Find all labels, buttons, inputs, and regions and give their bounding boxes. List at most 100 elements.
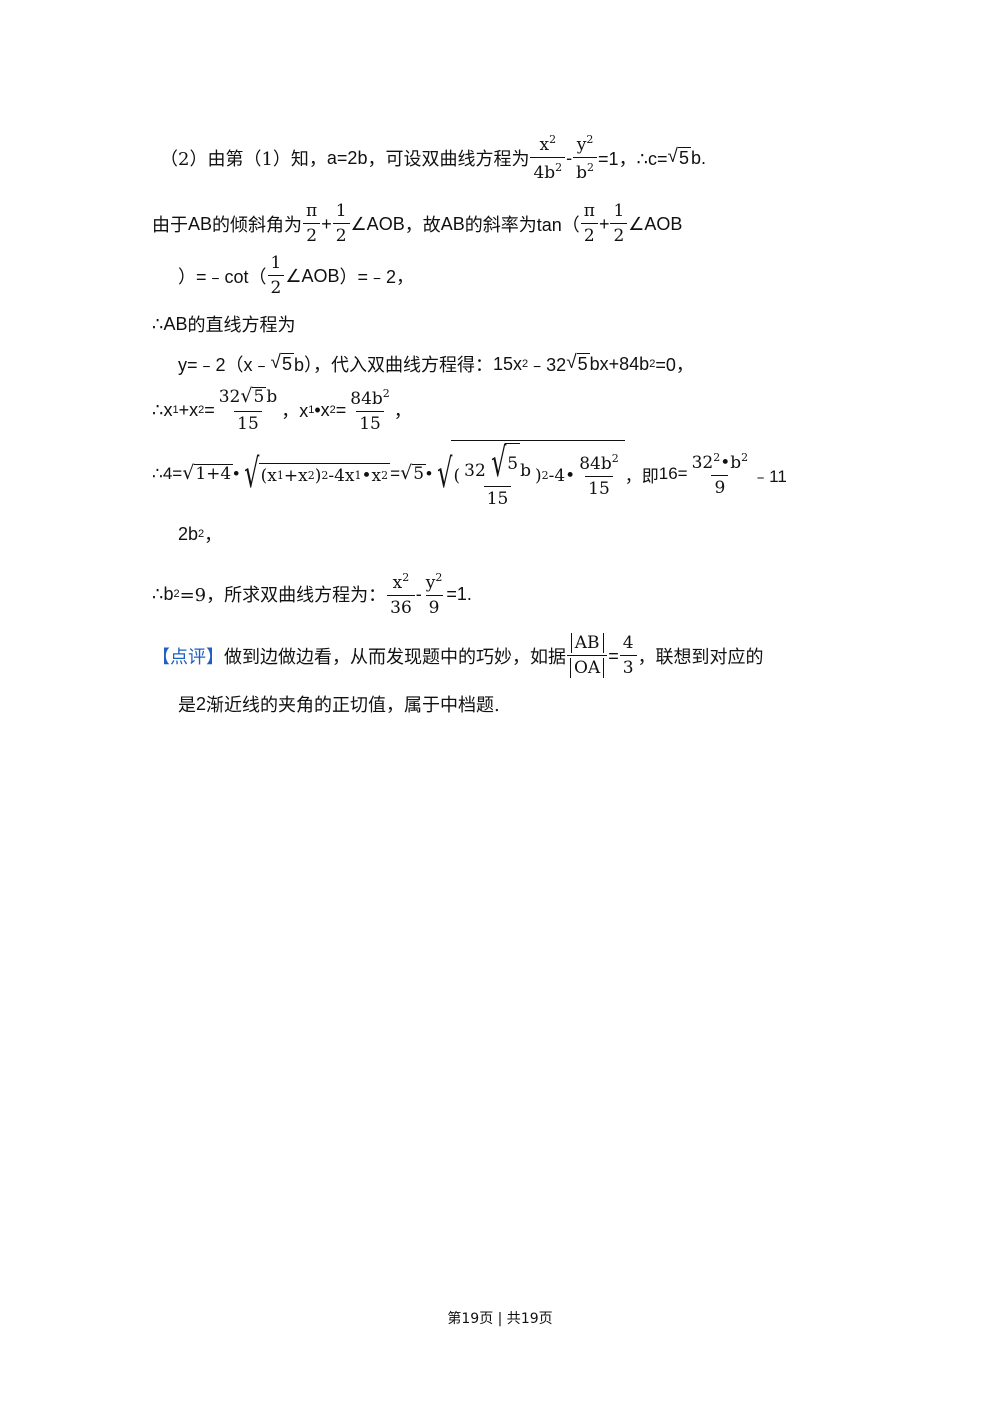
sub: 1 bbox=[172, 404, 179, 416]
den: 2 bbox=[580, 223, 598, 245]
text: ﹣11 bbox=[752, 466, 787, 486]
den: OA bbox=[570, 658, 605, 678]
sup: 2 bbox=[382, 386, 390, 400]
fraction-84b2-over-15: 84b2 15 bbox=[576, 453, 622, 498]
sub: 1 bbox=[276, 469, 284, 482]
den: b bbox=[576, 163, 588, 183]
sup: 2 bbox=[541, 469, 549, 482]
den: 15 bbox=[356, 410, 384, 433]
text: b. bbox=[691, 147, 707, 168]
footer-text: 页 bbox=[538, 1311, 553, 1327]
sqrt-5: √5 bbox=[270, 352, 294, 375]
text: 16= bbox=[658, 464, 688, 483]
text: ，故 bbox=[404, 215, 441, 236]
comment-line-1: 【点评】 做到边做边看，从而发现题中的巧妙，如据 AB OA = 4 3 ，联想… bbox=[152, 626, 764, 686]
sup: 2 bbox=[741, 450, 749, 464]
sub: 1 bbox=[354, 469, 362, 482]
den: 15 bbox=[585, 476, 613, 498]
page-number: 19 bbox=[461, 1311, 480, 1327]
expr: •x bbox=[361, 465, 382, 486]
fraction-84b2-over-15: 84b2 15 bbox=[347, 388, 393, 433]
num: 4 bbox=[622, 633, 634, 653]
text: • bbox=[233, 464, 240, 483]
num: π bbox=[583, 201, 595, 221]
fraction-y2-over-9: y2 9 bbox=[423, 572, 446, 617]
radicand: 5 bbox=[252, 387, 267, 408]
sup: 2 bbox=[402, 570, 410, 584]
text: ﹣32 bbox=[528, 355, 567, 375]
num: b bbox=[520, 461, 531, 481]
text: ∠AOB bbox=[350, 213, 405, 234]
sub: 2 bbox=[198, 404, 205, 416]
text: •x bbox=[314, 399, 330, 420]
text: ∴4= bbox=[152, 464, 183, 483]
text: （2）由第（1）知， bbox=[160, 149, 327, 170]
sub: 2 bbox=[329, 404, 336, 416]
sqrt-1-plus-4: √1+4 bbox=[182, 461, 234, 484]
text: 15x bbox=[493, 353, 523, 374]
sup: 2 bbox=[587, 161, 595, 174]
solution-line-3: ）=﹣cot（ 1 2 ∠AOB ）=﹣2， bbox=[178, 246, 414, 306]
radicand: 5 bbox=[280, 353, 294, 375]
sup: 2 bbox=[435, 570, 443, 584]
num: 84b bbox=[350, 388, 383, 409]
sup: 2 bbox=[713, 450, 721, 464]
num: b bbox=[266, 387, 278, 408]
text: 的斜率为 bbox=[464, 215, 537, 236]
expr: -4• bbox=[548, 465, 576, 486]
num: 32 bbox=[464, 461, 486, 481]
text: + bbox=[321, 213, 332, 234]
sqrt-5: √5 bbox=[566, 352, 590, 375]
sup: 2 bbox=[321, 469, 329, 482]
expr: (x bbox=[260, 465, 277, 486]
comment-line-2: 是 2 渐近线的夹角的正切值，属于中档题. bbox=[178, 674, 500, 734]
text: 的直线方程为 bbox=[187, 315, 296, 336]
text: ，可设双曲线方程为 bbox=[367, 149, 530, 170]
sqrt-5: √5 bbox=[667, 146, 691, 169]
sup: 2 bbox=[522, 358, 529, 370]
num: 32 bbox=[691, 452, 714, 473]
num: •b bbox=[720, 452, 742, 473]
text: =1. bbox=[446, 583, 472, 604]
text: ， bbox=[393, 401, 412, 421]
radicand: 1+4 bbox=[194, 463, 234, 484]
fraction-1-over-2: 1 2 bbox=[610, 203, 628, 245]
sup: 2 bbox=[549, 133, 557, 146]
num: x bbox=[539, 135, 550, 155]
expr: ) bbox=[314, 465, 322, 486]
sup: 2 bbox=[198, 528, 205, 540]
text: 的倾斜角为 bbox=[212, 215, 303, 236]
page-footer: 第19页 | 共19页 bbox=[0, 1308, 1000, 1328]
radicand: 5 bbox=[677, 147, 691, 169]
footer-text: 页 | 共 bbox=[479, 1311, 521, 1327]
footer-text: 第 bbox=[447, 1311, 462, 1327]
num: 84b bbox=[579, 454, 612, 474]
den: 36 bbox=[387, 594, 415, 617]
comment-tag: 【点评】 bbox=[152, 647, 224, 668]
text: - bbox=[566, 147, 573, 168]
text: ∠AOB bbox=[285, 265, 340, 286]
fraction-x2-over-36: x2 36 bbox=[387, 572, 415, 617]
fraction-x2-over-4b2: x2 4b2 bbox=[530, 133, 566, 182]
sqrt-5: √5 bbox=[400, 461, 427, 484]
sup: 2 bbox=[555, 161, 563, 174]
sub: 2 bbox=[381, 469, 389, 482]
text: =1，∴c= bbox=[598, 149, 668, 169]
text: AB bbox=[440, 213, 465, 234]
fraction-abs-ab-over-abs-oa: AB OA bbox=[567, 633, 608, 678]
text: ，即 bbox=[624, 466, 659, 487]
num: 1 bbox=[270, 253, 282, 273]
solution-line-2: 由于 AB 的倾斜角为 π 2 + 1 2 ∠AOB ，故 AB 的斜率为 ta… bbox=[152, 194, 682, 254]
text: ∴b bbox=[152, 583, 174, 604]
text: = bbox=[390, 464, 401, 483]
text: y=﹣2（x﹣ bbox=[178, 355, 271, 375]
num: AB bbox=[570, 633, 604, 653]
radicand: 5 bbox=[576, 353, 590, 375]
num: y bbox=[576, 135, 587, 155]
